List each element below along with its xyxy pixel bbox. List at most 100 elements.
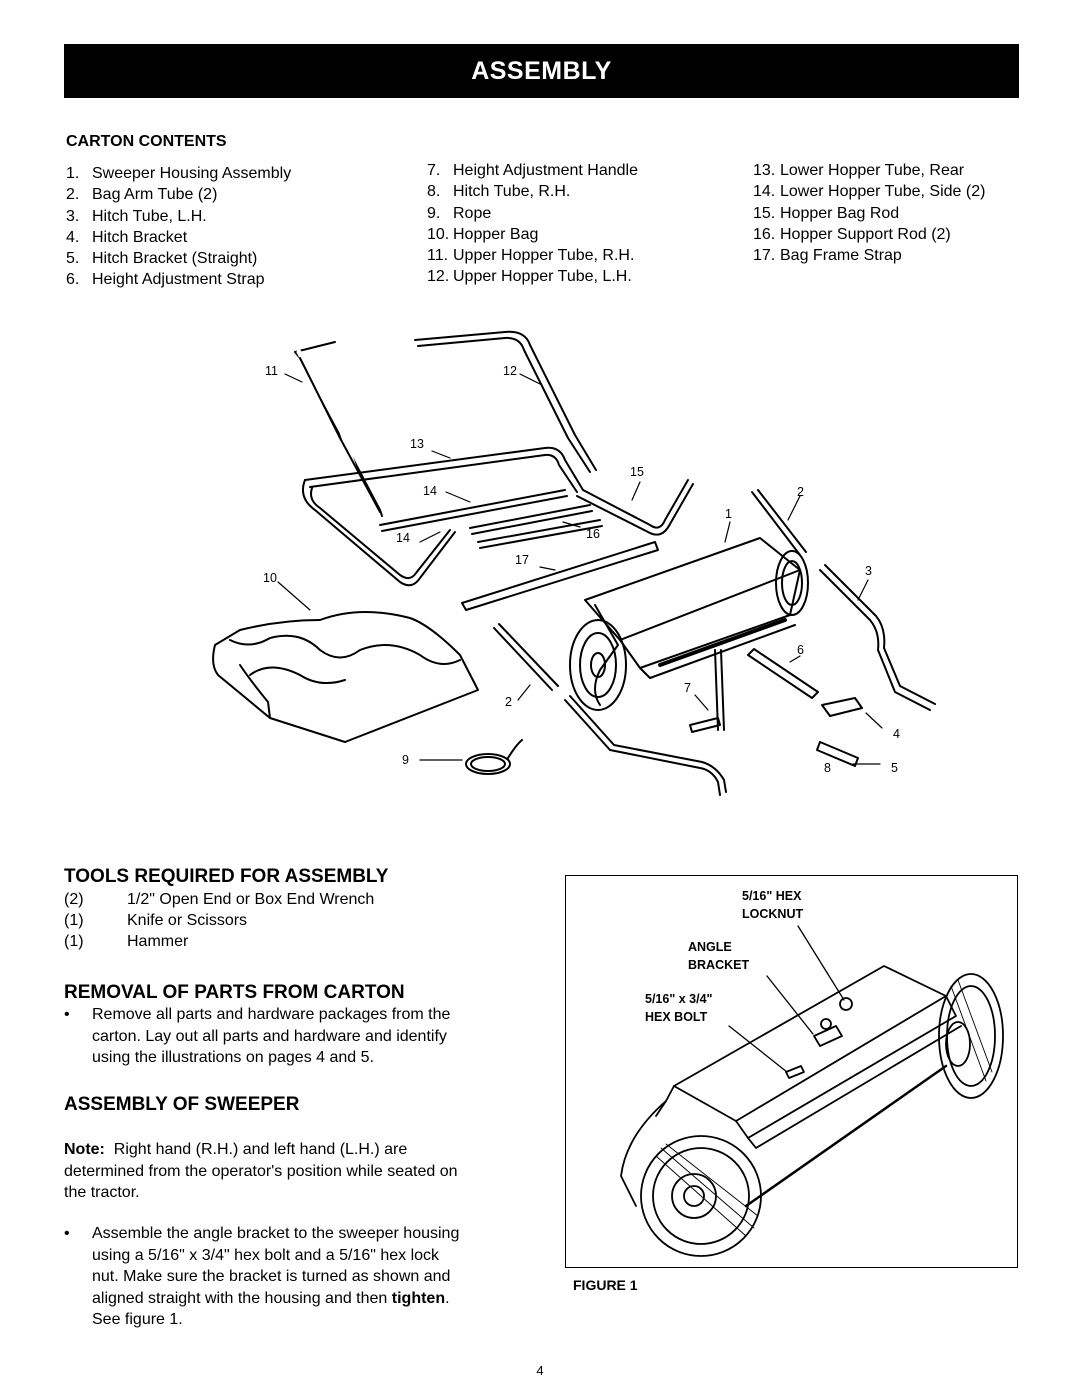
carton-item-number: 17. <box>753 247 776 265</box>
carton-item-number: 13. <box>753 162 776 179</box>
carton-item-number: 16. <box>753 225 776 243</box>
carton-contents-heading: CARTON CONTENTS <box>66 133 227 150</box>
upper-hopper-tube-rh <box>294 341 383 517</box>
carton-item: 11.Upper Hopper Tube, R.H. <box>427 245 638 266</box>
part-callout-number: 3 <box>865 564 872 578</box>
part-callout-number: 16 <box>586 527 600 541</box>
tool-item: (1)Knife or Scissors <box>64 910 374 931</box>
carton-item: 15.Hopper Bag Rod <box>753 203 985 224</box>
carton-item-label: Lower Hopper Tube, Rear <box>780 162 965 179</box>
carton-item: 9.Rope <box>427 203 638 224</box>
label-hex-bolt: 5/16" x 3/4" HEX BOLT <box>645 992 713 1024</box>
carton-item-number: 14. <box>753 183 776 201</box>
part-callout-number: 5 <box>891 761 898 775</box>
removal-line-2: carton. Lay out all parts and hardware a… <box>92 1027 447 1045</box>
hopper-bag <box>212 611 479 743</box>
assembly-sweeper-heading: ASSEMBLY OF SWEEPER <box>64 1094 300 1115</box>
removal-heading: REMOVAL OF PARTS FROM CARTON <box>64 982 405 1003</box>
carton-item-number: 9. <box>427 204 441 222</box>
part-callout-number: 14 <box>396 531 410 545</box>
note-paragraph: Note: Right hand (R.H.) and left hand (L… <box>64 1139 514 1204</box>
part-callout-number: 10 <box>263 571 277 585</box>
part-callout-number: 2 <box>505 695 512 709</box>
carton-item-number: 11. <box>427 247 449 265</box>
carton-item-number: 4. <box>66 228 80 246</box>
part-callout-number: 12 <box>503 364 517 378</box>
carton-item: 10.Hopper Bag <box>427 224 638 245</box>
part-callout-number: 8 <box>824 761 831 775</box>
carton-item: 8. Hitch Tube, R.H. <box>427 181 638 202</box>
carton-item-label: Bag Arm Tube (2) <box>92 186 218 204</box>
carton-item-label: Hitch Bracket (Straight) <box>92 250 258 268</box>
carton-item-label: Hitch Bracket <box>92 228 188 246</box>
step-line-4: aligned straight with the housing and th… <box>92 1289 388 1307</box>
part-callout-number: 6 <box>797 643 804 657</box>
carton-item-label: Upper Hopper Tube, R.H. <box>453 247 635 265</box>
part-callout-number: 1 <box>725 507 732 521</box>
figure-1-box <box>565 875 1018 1268</box>
note-line-1: Right hand (R.H.) and left hand (L.H.) a… <box>113 1141 408 1158</box>
carton-item-number: 12. <box>427 268 450 286</box>
carton-item: 3.Hitch Tube, L.H. <box>66 206 291 227</box>
part-callout-number: 15 <box>630 465 644 479</box>
carton-item: 17.Bag Frame Strap <box>753 245 985 266</box>
part-callout-number: 9 <box>402 753 409 767</box>
tool-item: (1)Hammer <box>64 931 374 952</box>
carton-item: 13.Lower Hopper Tube, Rear <box>753 160 985 181</box>
tools-heading: TOOLS REQUIRED FOR ASSEMBLY <box>64 866 389 887</box>
tool-name: Knife or Scissors <box>127 912 248 929</box>
tool-name: Hammer <box>127 933 189 950</box>
carton-item-number: 5. <box>66 250 80 268</box>
label-angle-bracket: ANGLE BRACKET <box>688 940 750 972</box>
removal-bullet-item: • Remove all parts and hardware packages… <box>64 1004 504 1074</box>
carton-item-label: Hitch Tube, R.H. <box>453 183 571 201</box>
carton-item-label: Height Adjustment Handle <box>453 162 638 179</box>
note-line-2: determined from the operator's position … <box>64 1162 458 1180</box>
bullet-dot: • <box>64 1225 70 1242</box>
step-line-5: See figure 1. <box>92 1311 183 1328</box>
lower-hopper-tube-rear <box>304 446 584 493</box>
carton-item-label: Bag Frame Strap <box>780 247 902 265</box>
carton-item: 1. Sweeper Housing Assembly <box>66 163 291 184</box>
carton-item: 14.Lower Hopper Tube, Side (2) <box>753 181 985 202</box>
carton-list-col1: 1. Sweeper Housing Assembly 2. Bag Arm Tube… <box>66 163 291 291</box>
carton-item-number: 8. <box>427 183 441 201</box>
carton-item-number: 15. <box>753 204 776 222</box>
carton-item-number: 1. <box>66 165 80 182</box>
carton-item: 7. Height Adjustment Handle <box>427 160 638 181</box>
carton-item-number: 6. <box>66 271 80 289</box>
step-line-1: Assemble the angle bracket to the sweepe… <box>92 1225 460 1242</box>
lower-hopper-tube-side-right <box>576 479 694 536</box>
carton-item-number: 10. <box>427 225 450 243</box>
lower-hopper-tube-side-left <box>302 479 456 587</box>
part-callout-number: 17 <box>515 553 529 567</box>
carton-item-label: Lower Hopper Tube, Side (2) <box>780 183 986 201</box>
carton-item-label: Hopper Bag <box>453 225 539 243</box>
label-hex-locknut: 5/16" HEX LOCKNUT <box>742 889 804 921</box>
figure-1-drawing <box>620 925 1004 1257</box>
part-callout-number: 4 <box>893 727 900 741</box>
figure-caption: FIGURE 1 <box>573 1277 638 1293</box>
carton-item-label: Hitch Tube, L.H. <box>92 207 207 225</box>
note-label: Note: <box>64 1141 105 1158</box>
note-line-3: the tractor. <box>64 1184 140 1201</box>
carton-item: 6. Height Adjustment Strap <box>66 269 291 290</box>
carton-item-label: Hopper Bag Rod <box>780 204 900 222</box>
bullet-dot: • <box>64 1006 70 1023</box>
carton-item-number: 7. <box>427 162 441 179</box>
tool-qty: (2) <box>64 891 84 908</box>
carton-item-label: Upper Hopper Tube, L.H. <box>453 268 632 286</box>
carton-item: 12.Upper Hopper Tube, L.H. <box>427 266 638 287</box>
carton-item: 2. Bag Arm Tube (2) <box>66 184 291 205</box>
part-callout-number: 13 <box>410 437 424 451</box>
removal-line-1: Remove all parts and hardware packages f… <box>92 1006 451 1023</box>
part-callout-number: 14 <box>423 484 437 498</box>
sweeper-housing <box>569 537 809 711</box>
carton-item-number: 2. <box>66 186 80 204</box>
step-bold-word: tighten <box>391 1289 446 1307</box>
carton-item-label: Sweeper Housing Assembly <box>92 165 292 182</box>
page-number: 4 <box>536 1363 544 1378</box>
carton-item-label: Height Adjustment Strap <box>92 271 265 289</box>
